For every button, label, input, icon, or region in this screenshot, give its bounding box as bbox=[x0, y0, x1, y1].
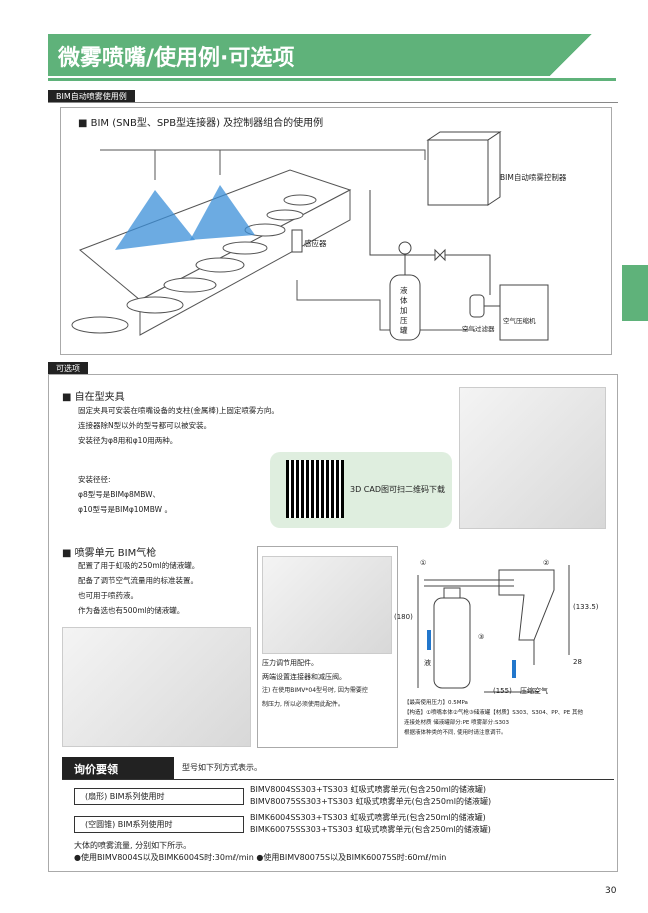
dim-133: (133.5) bbox=[573, 603, 599, 611]
options-box bbox=[48, 374, 618, 872]
compressor-label: 空气压缩机 bbox=[503, 317, 536, 325]
usage-diagram-box bbox=[60, 107, 612, 355]
qr-code-icon[interactable] bbox=[286, 460, 344, 518]
section-divider bbox=[48, 102, 618, 103]
side-tab bbox=[622, 265, 648, 321]
filter-label: 空气过滤器 bbox=[462, 325, 495, 333]
clamp-photo bbox=[459, 387, 606, 529]
inquiry-divider bbox=[62, 779, 614, 780]
dim-180: (180) bbox=[394, 613, 413, 621]
usage-diagram bbox=[71, 131, 549, 341]
tank-label: 液体加压罐 bbox=[400, 286, 408, 335]
sensor-label: 感应器 bbox=[304, 239, 327, 248]
qr-text: 3D CAD图可扫二维码下载 bbox=[350, 485, 446, 494]
flow-info: 大体的喷雾流量, 分别如下所示。 ●使用BIMV8004S以及BIMK6004S… bbox=[74, 841, 447, 862]
inquiry-intro: 型号如下列方式表示。 bbox=[182, 763, 262, 772]
row-lines-fan: BIMV8004SS303+TS303 虹吸式喷雾单元(包含250ml的储液罐)… bbox=[250, 785, 492, 806]
callout-3: ③ bbox=[478, 633, 485, 641]
regulator-box bbox=[257, 546, 398, 748]
clamp-title: ■ 自在型夹具 bbox=[62, 392, 125, 403]
section-tag-usage: BIM自动喷雾使用例 bbox=[48, 90, 135, 103]
callout-1: ① bbox=[420, 559, 427, 567]
row-tag-cone: (空圆锥) BIM系列使用时 bbox=[74, 816, 244, 833]
controller-label: BIM自动喷雾控制器 bbox=[500, 173, 567, 182]
clamp-install-info: 安装径径: φ8型号是BIMφ8MBW、 φ10型号是BIMφ10MBW 。 bbox=[78, 475, 172, 514]
clamp-description: 固定夹具可安装在喷嘴设备的支柱(金属棒)上固定喷雾方向。 连接器除N型以外的型号… bbox=[78, 406, 279, 445]
title-underline bbox=[48, 78, 616, 81]
gun-specs: 【最高使用压力】0.5MPa 【构造】①喷嘴本体②气枪③储液罐【材质】S303、… bbox=[404, 700, 583, 736]
regulator-text: 压力调节用配件。 两端设置连接器和减压阀。 注) 在使用BIMV*04型号时, … bbox=[262, 659, 368, 708]
page-title: 微雾喷嘴/使用例·可选项 bbox=[48, 34, 616, 76]
callout-2: ② bbox=[543, 559, 550, 567]
row-lines-cone: BIMK6004SS303+TS303 虹吸式喷雾单元(包含250ml的储液罐)… bbox=[250, 813, 491, 834]
gun-description: 配置了用于虹吸的250ml的储液罐。 配备了调节空气流量用的标准装置。 也可用于… bbox=[78, 561, 200, 615]
gun-photo bbox=[62, 627, 251, 747]
section-tag-options: 可选项 bbox=[48, 362, 88, 375]
dim-28: 28 bbox=[573, 658, 582, 666]
gun-title: ■ 喷雾单元 BIM气枪 bbox=[62, 548, 157, 559]
usage-subtitle: ■ BIM (SNB型、SPB型连接器) 及控制器组合的使用例 bbox=[78, 118, 324, 129]
row-tag-fan: (扇形) BIM系列使用时 bbox=[74, 788, 244, 805]
inquiry-label: 询价要领 bbox=[62, 757, 174, 779]
gun-drawing bbox=[417, 565, 570, 693]
air-label: 压缩空气 bbox=[520, 687, 548, 695]
dim-155: (155) bbox=[493, 687, 512, 695]
regulator-photo bbox=[262, 556, 392, 654]
liquid-label: 液 bbox=[424, 659, 431, 667]
page-number: 30 bbox=[605, 886, 617, 896]
